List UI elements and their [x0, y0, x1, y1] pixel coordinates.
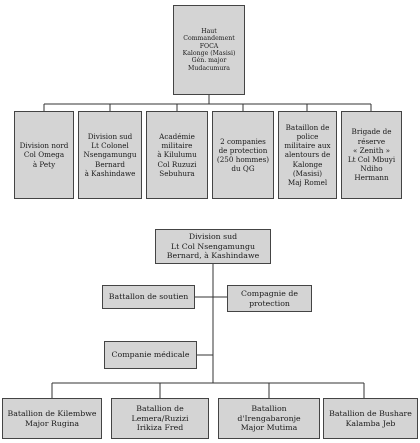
- battalion-box-4: Batallion de Bushare Kalamba Jeb: [323, 398, 418, 439]
- top-division-box-1: Division nord Col Omega à Pety: [14, 111, 74, 199]
- top-division-label: Bataillon de police militaire aux alento…: [284, 122, 331, 187]
- top-division-label: Division sud Lt Colonel Nsengamungu Bern…: [83, 131, 137, 178]
- battalion-label: Batallion de Kilembwe Major Rugina: [7, 409, 97, 428]
- top-division-box-2: Division sud Lt Colonel Nsengamungu Bern…: [78, 111, 142, 199]
- top-division-label: 2 companies de protection (250 hommes) d…: [216, 136, 270, 174]
- support-unit-label: Compagnie de protection: [241, 289, 298, 308]
- support-unit-label: Companie médicale: [111, 350, 190, 360]
- top-division-box-6: Brigade de réserve « Zenith » Lt Col Mbu…: [341, 111, 402, 199]
- top-division-box-3: Académie militaire à Kilulumu Col Ruzuzi…: [146, 111, 208, 199]
- top-division-label: Division nord Col Omega à Pety: [19, 141, 69, 169]
- top-division-label: Académie militaire à Kilulumu Col Ruzuzi…: [157, 131, 197, 178]
- support-unit-box-2: Compagnie de protection: [227, 285, 312, 312]
- support-unit-box-3: Companie médicale: [104, 341, 197, 369]
- top-division-label: Brigade de réserve « Zenith » Lt Col Mbu…: [347, 127, 396, 183]
- battalion-box-3: Batallion d'Irengabaronje Major Mutima: [218, 398, 320, 439]
- battalion-label: Batallion d'Irengabaronje Major Mutima: [237, 404, 301, 433]
- battalion-label: Batallion de Bushare Kalamba Jeb: [329, 409, 412, 428]
- support-unit-label: Battallon de soutien: [108, 292, 189, 302]
- top-division-box-5: Bataillon de police militaire aux alento…: [278, 111, 337, 199]
- battalion-label: Batallion de Lemera/Ruzizi Irikiza Fred: [131, 404, 189, 433]
- bottom-root-box: Division sud Lt Col Nsengamungu Bernard,…: [155, 229, 271, 264]
- top-root-label: Haut Commandement FOCA Kalonge (Masisi) …: [182, 28, 236, 72]
- bottom-root-label: Division sud Lt Col Nsengamungu Bernard,…: [166, 232, 260, 261]
- battalion-box-2: Batallion de Lemera/Ruzizi Irikiza Fred: [111, 398, 209, 439]
- support-unit-box-1: Battallon de soutien: [102, 285, 195, 309]
- battalion-box-1: Batallion de Kilembwe Major Rugina: [2, 398, 102, 439]
- top-root-box: Haut Commandement FOCA Kalonge (Masisi) …: [173, 5, 245, 95]
- top-division-box-4: 2 companies de protection (250 hommes) d…: [212, 111, 274, 199]
